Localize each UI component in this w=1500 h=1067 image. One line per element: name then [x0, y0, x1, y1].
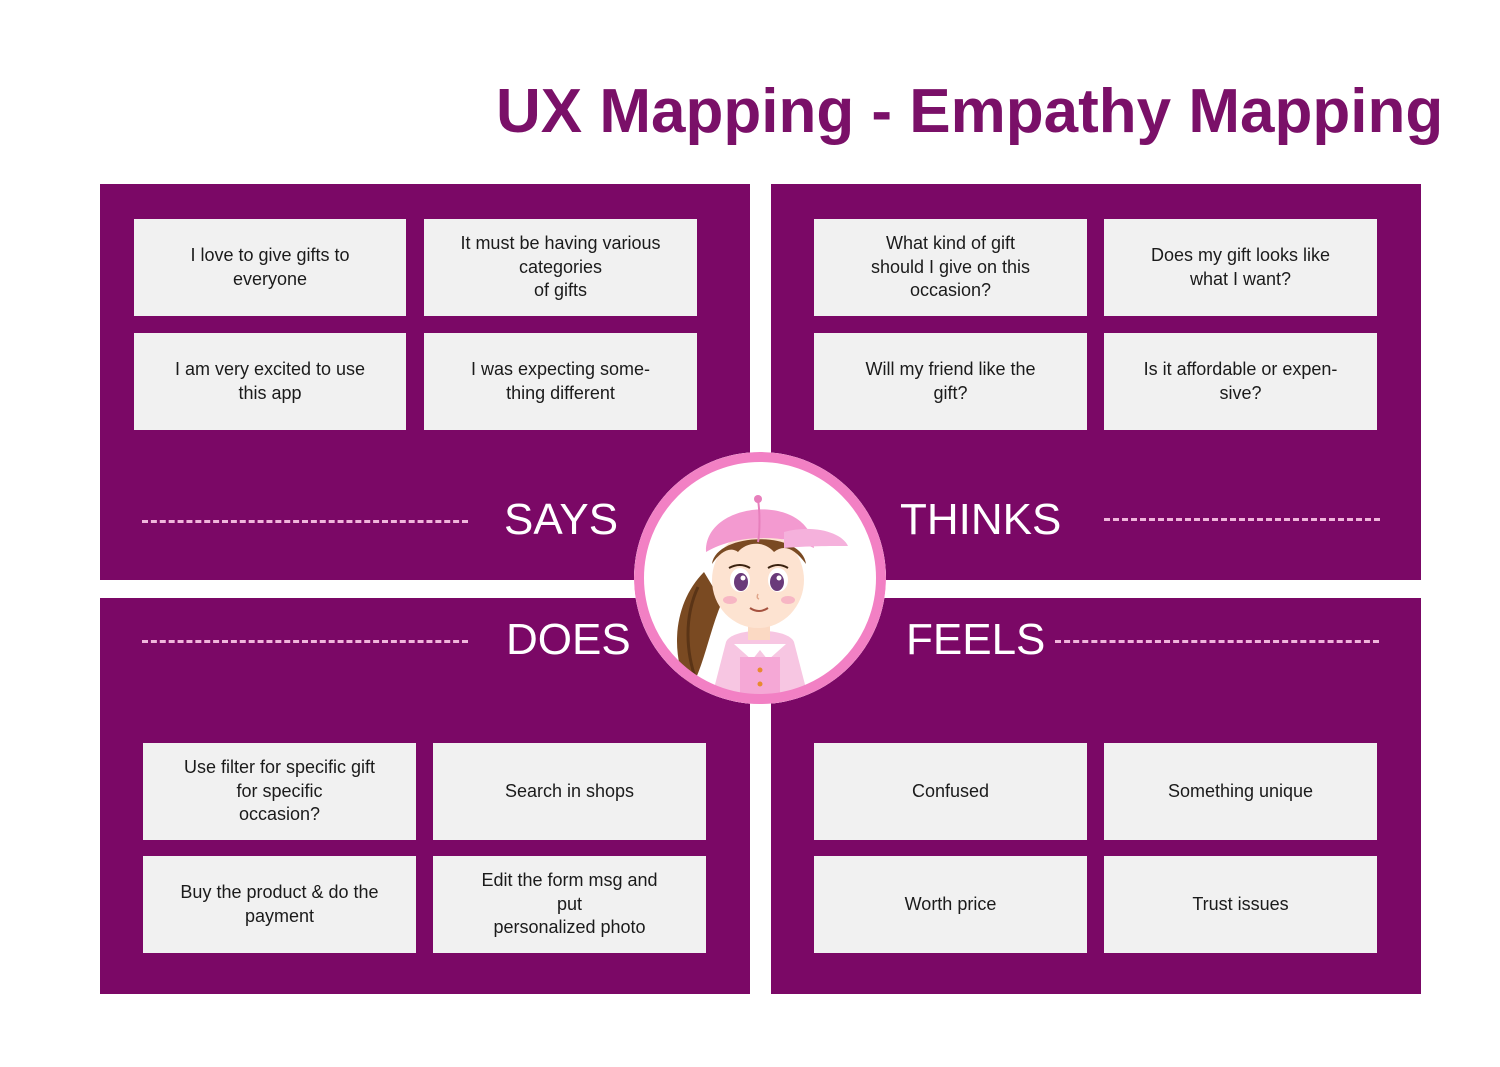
feels-dashed-line — [1055, 640, 1379, 643]
center-avatar-circle — [634, 452, 886, 704]
feels-label: FEELS — [906, 615, 1046, 664]
says-card-2: It must be having various categories of … — [424, 219, 697, 316]
feels-card-2: Something unique — [1104, 743, 1377, 840]
feels-card-3: Worth price — [814, 856, 1087, 953]
girl-with-pink-cap-avatar-icon — [634, 452, 886, 704]
thinks-card-1: What kind of gift should I give on this … — [814, 219, 1087, 316]
does-dashed-line — [142, 640, 468, 643]
says-card-4: I was expecting some- thing different — [424, 333, 697, 430]
thinks-card-3: Will my friend like the gift? — [814, 333, 1087, 430]
does-card-3: Buy the product & do the payment — [143, 856, 416, 953]
page-title: UX Mapping - Empathy Mapping — [496, 77, 1444, 146]
does-card-1: Use filter for specific gift for specifi… — [143, 743, 416, 840]
thinks-card-4: Is it affordable or expen- sive? — [1104, 333, 1377, 430]
says-label: SAYS — [504, 495, 619, 544]
says-card-1: I love to give gifts to everyone — [134, 219, 406, 316]
thinks-card-2: Does my gift looks like what I want? — [1104, 219, 1377, 316]
thinks-dashed-line — [1104, 518, 1380, 521]
does-quadrant: DOES Use filter for specific gift for sp… — [100, 598, 750, 994]
does-card-2: Search in shops — [433, 743, 706, 840]
says-quadrant: I love to give gifts to everyone It must… — [100, 184, 750, 580]
says-card-3: I am very excited to use this app — [134, 333, 406, 430]
does-card-4: Edit the form msg and put personalized p… — [433, 856, 706, 953]
does-label: DOES — [506, 615, 631, 664]
feels-card-4: Trust issues — [1104, 856, 1377, 953]
feels-quadrant: FEELS Confused Something unique Worth pr… — [771, 598, 1421, 994]
feels-card-1: Confused — [814, 743, 1087, 840]
thinks-label: THINKS — [900, 495, 1062, 544]
says-dashed-line — [142, 520, 468, 523]
thinks-quadrant: What kind of gift should I give on this … — [771, 184, 1421, 580]
